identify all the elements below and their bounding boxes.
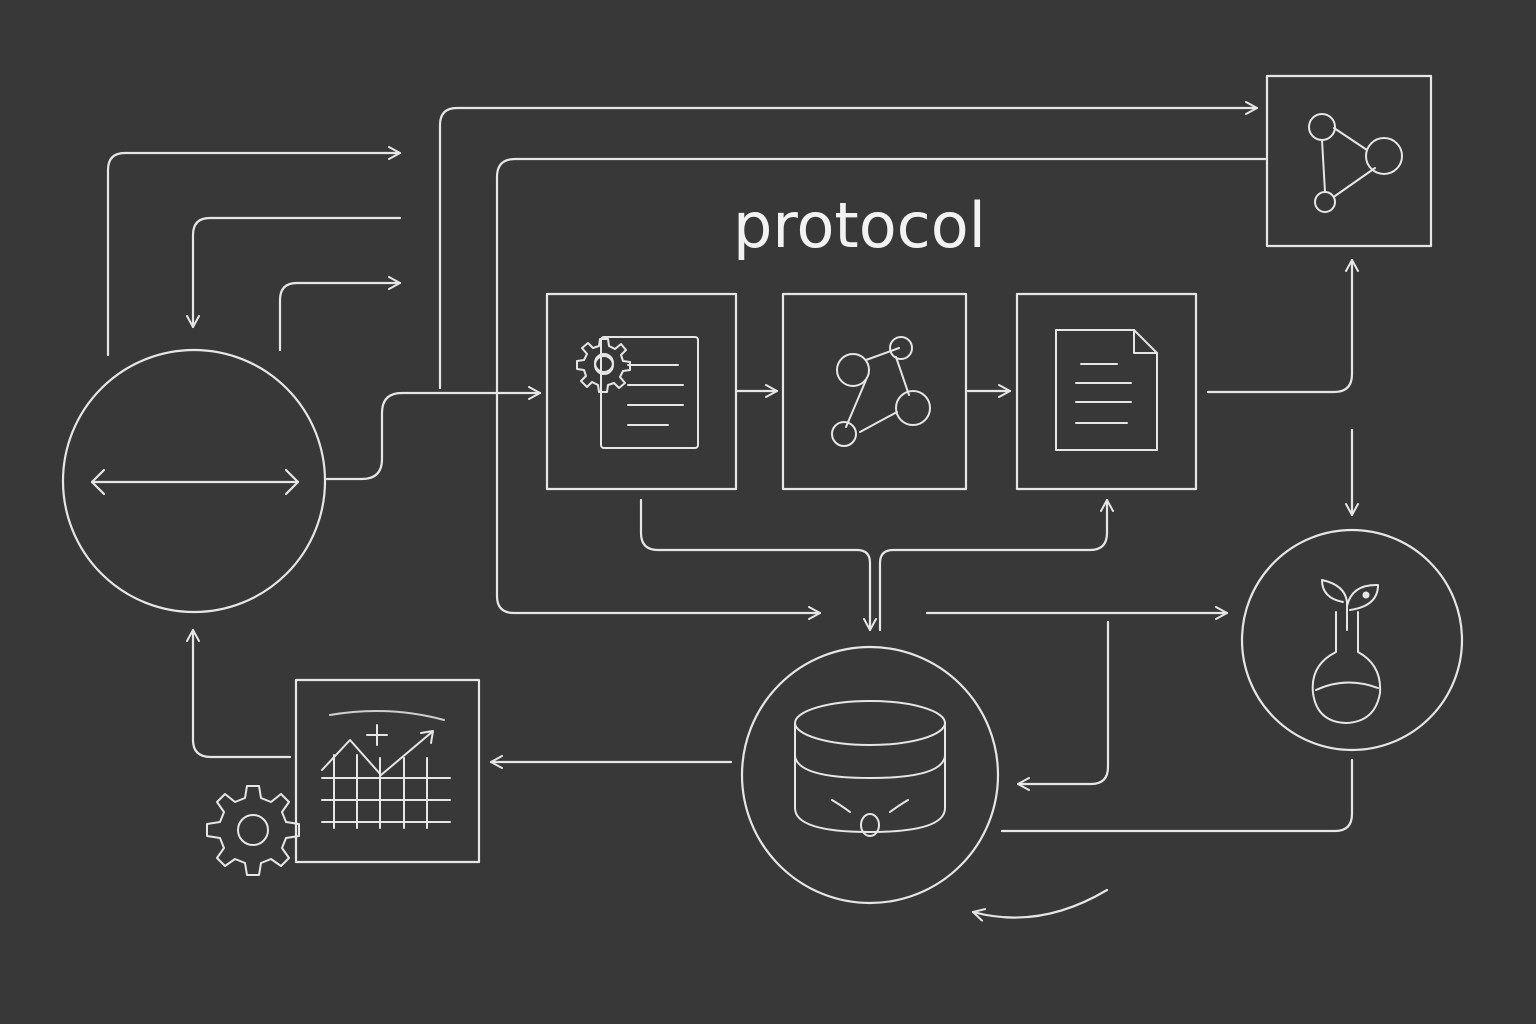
connector-merge-right [878, 498, 1114, 632]
chart-icon [321, 710, 451, 829]
connector-exchange-to-config [325, 386, 542, 481]
node-graph-output[interactable] [1265, 74, 1433, 248]
database-icon [794, 700, 946, 837]
connector-loop-to-database [1016, 620, 1110, 791]
node-analytics[interactable] [294, 678, 481, 864]
connector-analytics-to-exchange [186, 628, 292, 759]
network-graph-icon [831, 336, 931, 447]
connector-exchange-out-2 [278, 276, 402, 352]
connector-to-graph-output [438, 101, 1259, 390]
node-database[interactable] [740, 645, 1000, 905]
node-exchange[interactable] [61, 348, 327, 614]
connector-graph-to-database [495, 157, 1267, 620]
document-icon [1055, 329, 1158, 451]
connector-growth-to-database [1000, 758, 1354, 833]
double-arrow-icon [90, 468, 300, 496]
node-configure-document[interactable] [545, 292, 738, 491]
connector-exchange-out-1 [106, 146, 402, 357]
connector-exchange-in [186, 216, 402, 329]
gear-icon [206, 785, 300, 876]
connector-curved-return [971, 888, 1109, 922]
gear-document-icon [576, 336, 699, 449]
connector-config-down [639, 498, 877, 632]
connector-document-to-graph [1206, 258, 1359, 394]
sprout-flask-icon [1311, 579, 1382, 724]
triangle-graph-icon [1308, 113, 1403, 213]
diagram-title: protocol [733, 189, 986, 262]
connector-lines [106, 101, 1359, 922]
node-growth-experiment[interactable] [1240, 528, 1464, 752]
node-document[interactable] [1015, 292, 1198, 491]
node-settings[interactable] [206, 785, 300, 876]
node-network[interactable] [781, 292, 968, 491]
